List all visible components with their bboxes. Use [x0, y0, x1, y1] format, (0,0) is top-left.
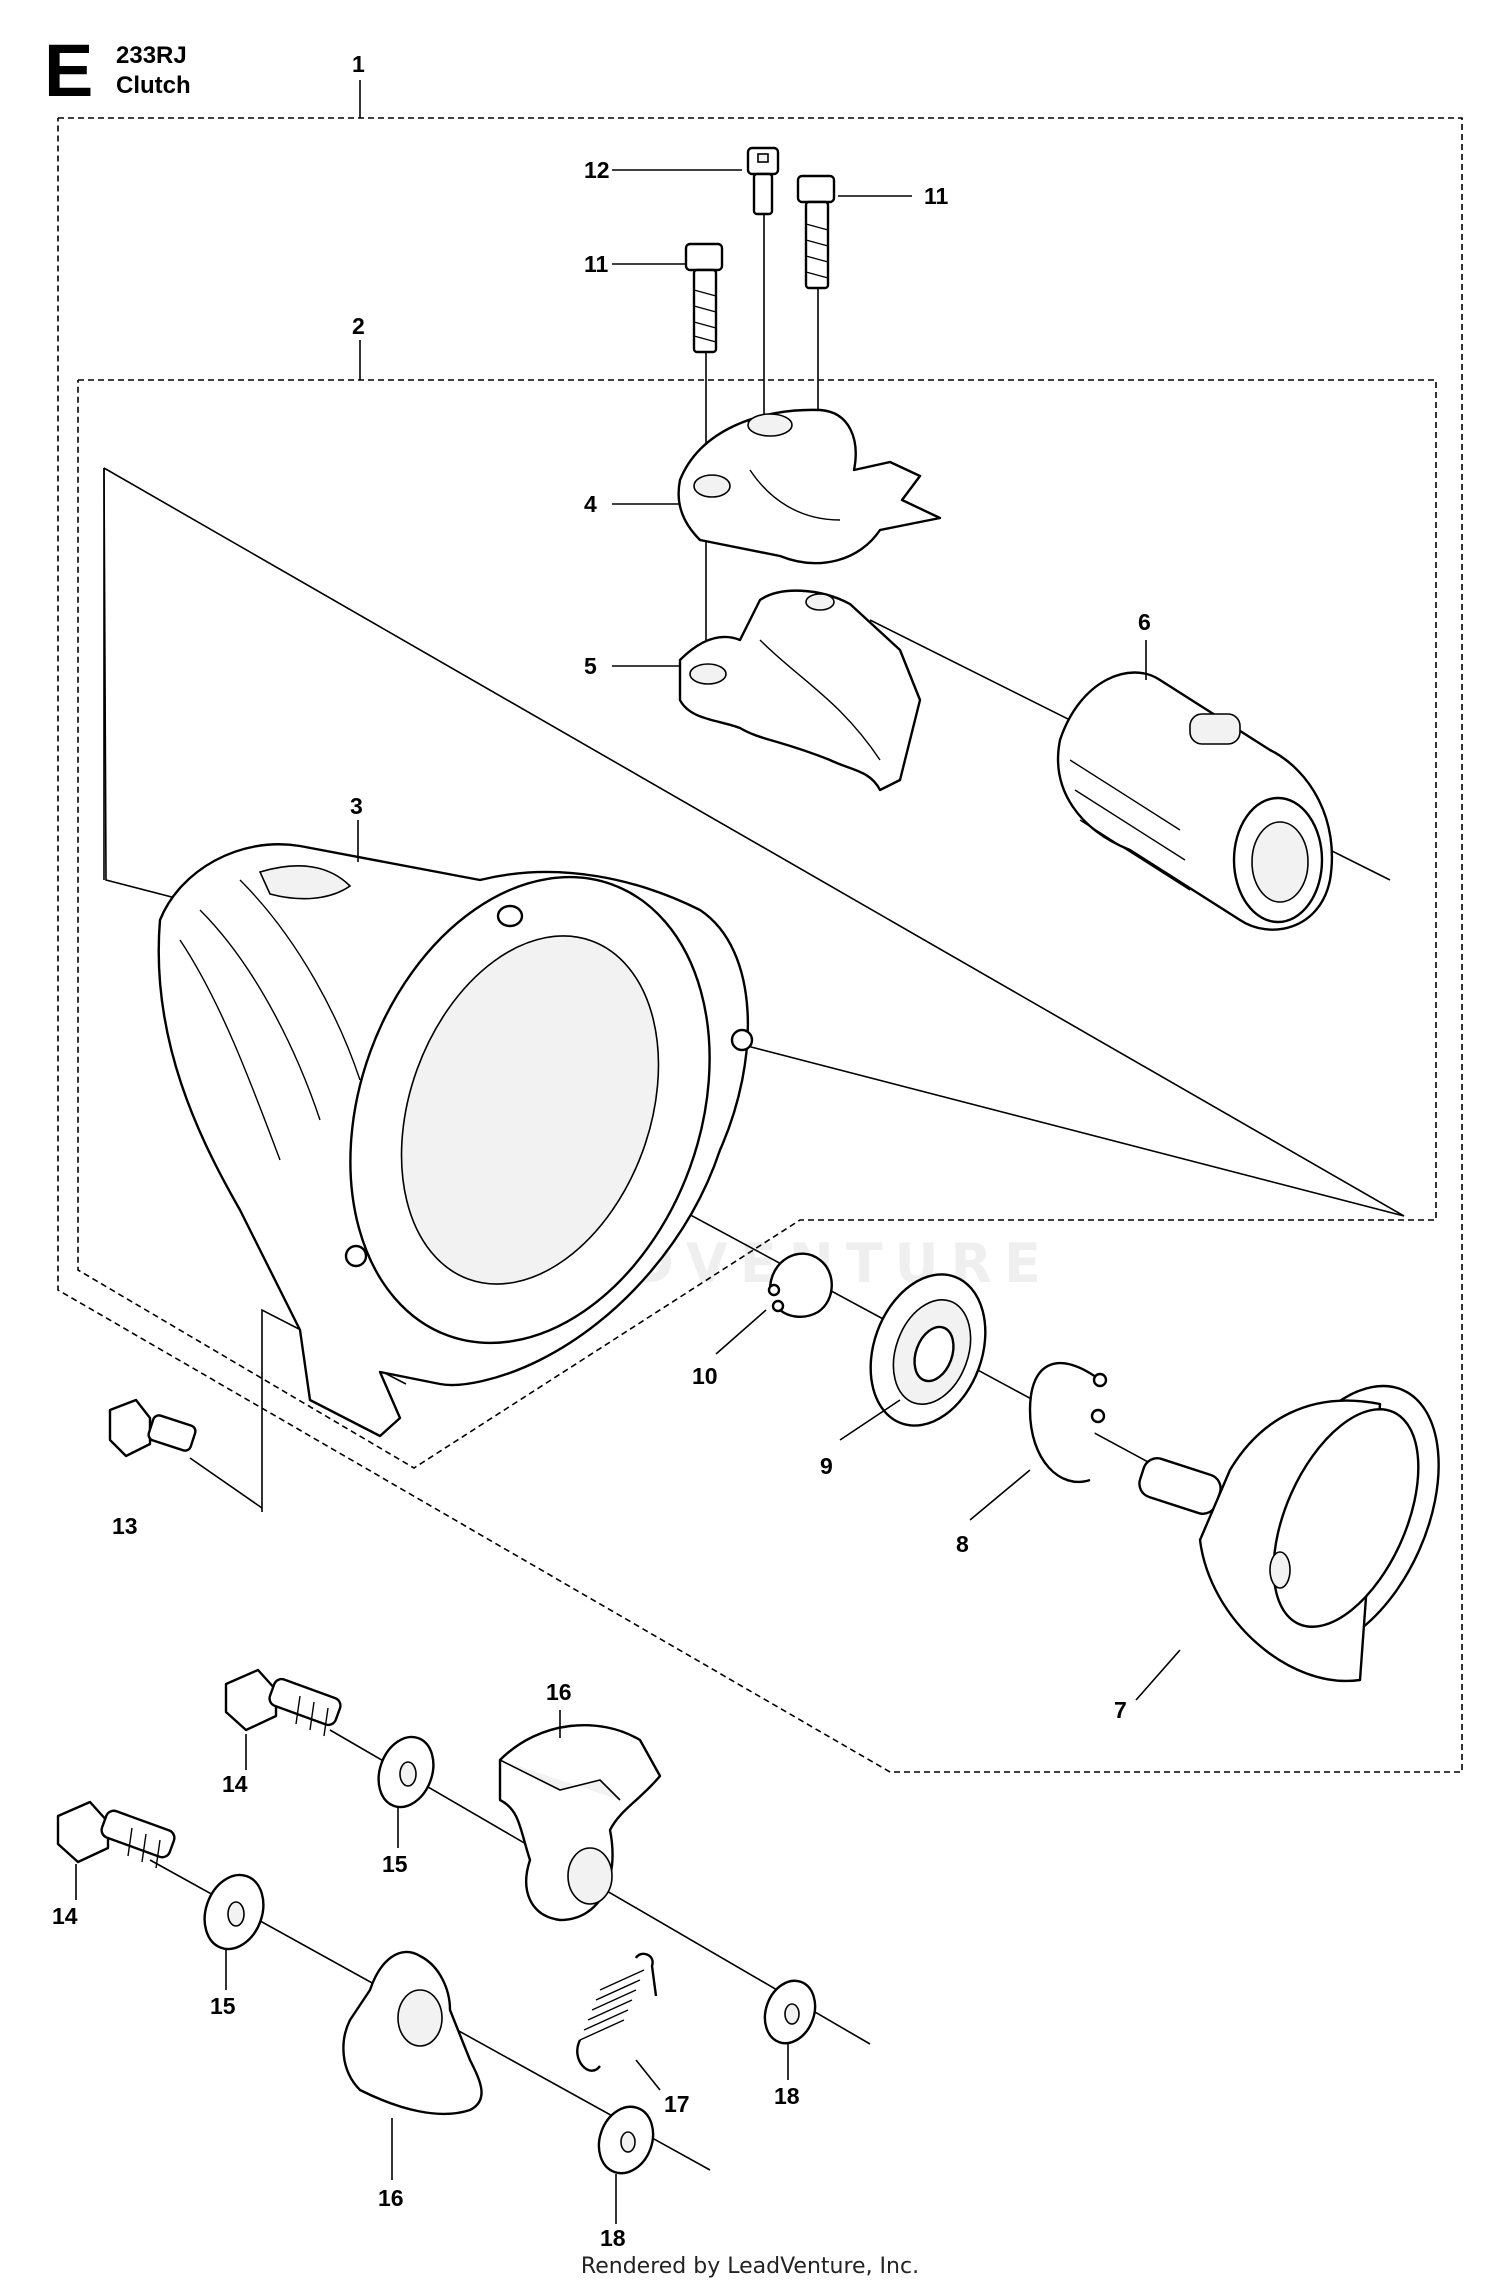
callout-1: 1 [352, 51, 365, 77]
leader-13-axis [189, 1457, 263, 1509]
callout-6: 6 [1138, 609, 1151, 635]
assembly-1-boundary [57, 117, 1463, 1773]
callout-9: 9 [820, 1453, 833, 1479]
part-8-snap-ring [1028, 1362, 1108, 1483]
model-number: 233RJ [116, 42, 187, 69]
part-9-bearing [869, 1273, 987, 1427]
callout-16-upper: 16 [546, 1679, 572, 1705]
callout-12: 12 [584, 157, 610, 183]
callout-3: 3 [350, 793, 363, 819]
part-3-clutch-housing [157, 843, 754, 1438]
callout-17: 17 [664, 2091, 690, 2117]
callout-14-upper: 14 [222, 1771, 248, 1797]
leader-lines [75, 80, 1181, 2224]
part-13-bolt [108, 1398, 197, 1458]
part-16-shoe-lower [342, 1950, 483, 2116]
part-5-clamp-lower [678, 589, 922, 792]
callout-16-lower: 16 [378, 2185, 404, 2211]
part-12-screw [746, 146, 780, 216]
diagram-title: Clutch [116, 72, 191, 99]
callout-2: 2 [352, 313, 365, 339]
part-11-screw-right [796, 174, 836, 290]
callout-13: 13 [112, 1513, 138, 1539]
callout-8: 8 [956, 1531, 969, 1557]
callout-5: 5 [584, 653, 597, 679]
assembly-2-boundary [77, 379, 1437, 1469]
callout-7: 7 [1114, 1697, 1127, 1723]
part-7-clutch-drum [1138, 1384, 1440, 1683]
callout-10: 10 [692, 1363, 718, 1389]
callout-11-right: 11 [924, 183, 949, 209]
callout-15-lower: 15 [210, 1993, 236, 2019]
callout-18-lower: 18 [600, 2225, 626, 2251]
part-14-bolt-upper [224, 1668, 342, 1737]
footer-credit: Rendered by LeadVenture, Inc. [580, 2254, 920, 2279]
part-10-circlip [767, 1252, 833, 1318]
section-letter: E [44, 29, 94, 112]
callout-11-left: 11 [584, 251, 609, 277]
part-17-spring [576, 1952, 658, 2072]
part-15-washer-upper [377, 1735, 435, 1809]
part-14-bolt-lower [56, 1800, 176, 1869]
callout-15-upper: 15 [382, 1851, 408, 1877]
callout-18-upper: 18 [774, 2083, 800, 2109]
part-4-clamp-upper [677, 408, 942, 565]
callout-14-lower: 14 [52, 1903, 78, 1929]
part-6-coupling [1056, 671, 1334, 931]
callout-4: 4 [584, 491, 597, 517]
part-11-screw-left [684, 242, 724, 354]
part-18-washer-lower [597, 2105, 655, 2175]
part-16-shoe-upper [498, 1723, 662, 1922]
part-18-washer-upper [763, 1979, 817, 2045]
part-15-washer-lower [203, 1873, 265, 1951]
housing-frame [103, 467, 1405, 1217]
